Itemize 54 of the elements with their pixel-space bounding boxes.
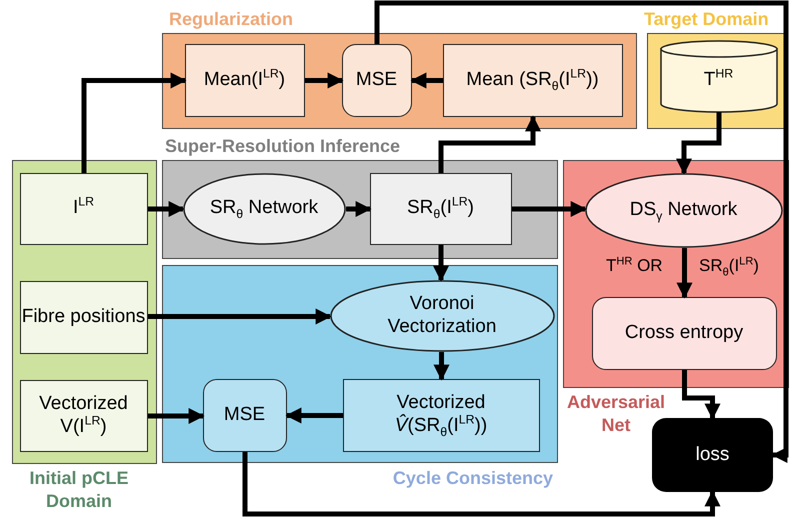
arrow bbox=[148, 408, 205, 424]
arrow bbox=[410, 72, 443, 88]
panel-heading: Cycle Consistency bbox=[392, 467, 553, 490]
process-ellipse bbox=[330, 280, 554, 352]
node-label: Fibre positions bbox=[22, 306, 146, 328]
arrow bbox=[374, 0, 788, 463]
arrow bbox=[242, 452, 720, 516]
process-box bbox=[342, 44, 412, 116]
node-label: Mean (SR$_{θ}$(I$^{LR}$)) bbox=[466, 68, 599, 92]
process-box bbox=[20, 172, 148, 244]
edge-note: SR$_{θ}$(I$^{LR}$) bbox=[699, 256, 759, 276]
node-label: Vectorized V̂(SR$_{θ}$(I$^{LR}$)) bbox=[394, 392, 488, 438]
process-box bbox=[20, 280, 148, 354]
node-label: Mean(I$^{LR}$) bbox=[204, 68, 286, 92]
arrow bbox=[676, 112, 722, 175]
process-box bbox=[592, 296, 776, 370]
node-label: SR$_{θ}$(I$^{LR}$) bbox=[407, 197, 474, 220]
arrow bbox=[682, 370, 720, 420]
arrow bbox=[438, 115, 541, 173]
panel-heading: Regularization bbox=[169, 8, 294, 30]
node-label: MSE bbox=[356, 68, 398, 92]
panel-heading: Super-Resolution Inference bbox=[165, 135, 400, 158]
node-label: MSE bbox=[224, 404, 266, 426]
process-box bbox=[184, 44, 304, 116]
node-label: SR$_{θ}$ Network bbox=[210, 197, 318, 220]
edge-note: T$^{HR}$ OR bbox=[606, 256, 663, 276]
arrow bbox=[148, 201, 185, 217]
arrow bbox=[433, 245, 449, 282]
loss-box bbox=[652, 418, 773, 492]
node-label: I$^{LR}$ bbox=[72, 197, 94, 220]
node-label: Vectorized V(I$^{LR}$) bbox=[38, 392, 129, 438]
node-label: Voronoi Vectorization bbox=[386, 292, 498, 338]
panel-heading: Adversarial Net bbox=[566, 391, 666, 436]
node-label: DS$_{γ}$ Network bbox=[630, 198, 738, 222]
arrow bbox=[285, 408, 343, 424]
process-ellipse bbox=[182, 172, 346, 244]
process-box bbox=[442, 44, 622, 116]
arrow bbox=[82, 72, 187, 173]
process-box bbox=[342, 378, 540, 452]
panel-heading: Target Domain bbox=[644, 8, 769, 30]
arrow bbox=[512, 201, 587, 217]
node-label: loss bbox=[696, 444, 730, 466]
arrow bbox=[305, 72, 344, 88]
process-box bbox=[20, 380, 148, 452]
process-box bbox=[202, 378, 286, 452]
arrow bbox=[148, 308, 332, 324]
arrow bbox=[676, 248, 692, 299]
node-label: Cross entropy bbox=[624, 322, 744, 344]
arrow bbox=[346, 201, 372, 217]
process-ellipse bbox=[584, 172, 782, 248]
arrow bbox=[434, 352, 450, 381]
process-box bbox=[370, 172, 512, 244]
panel-heading: Initial pCLE Domain bbox=[28, 467, 130, 512]
node-label: T$^{HR}$ bbox=[704, 69, 734, 92]
